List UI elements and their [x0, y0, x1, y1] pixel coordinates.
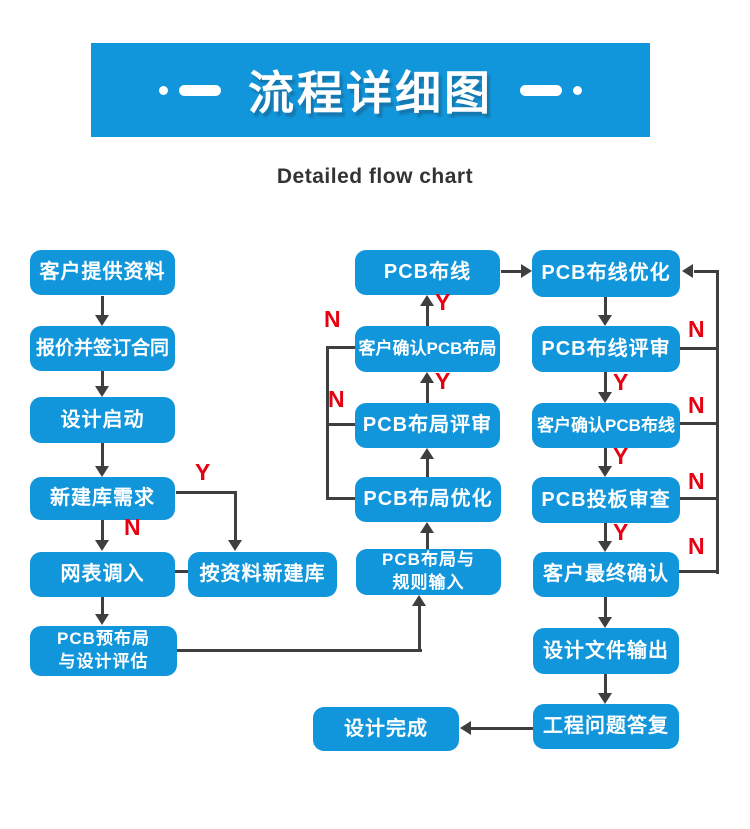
- loop-line: [680, 347, 716, 350]
- loop-line: [326, 346, 356, 349]
- arrowhead-up: [420, 448, 434, 459]
- connector-line: [604, 448, 607, 467]
- arrowhead-down: [598, 315, 612, 326]
- flow-node-new-library-requirement: 新建库需求: [30, 477, 175, 520]
- arrowhead-up: [420, 372, 434, 383]
- arrowhead-up: [420, 522, 434, 533]
- arrowhead-up: [412, 595, 426, 606]
- branch-label-yes: Y: [435, 289, 451, 315]
- connector-line: [234, 491, 237, 541]
- arrowhead-left: [460, 721, 471, 735]
- branch-label-no: N: [688, 468, 705, 494]
- connector-line: [604, 297, 607, 316]
- branch-label-no: N: [328, 386, 345, 412]
- loop-line: [694, 270, 719, 273]
- loop-line: [326, 423, 356, 426]
- node-line: PCB布局与: [382, 550, 475, 570]
- banner-dash-left-icon: [179, 84, 221, 96]
- flow-node-pcb-prelayout-evaluation: PCB预布局 与设计评估: [30, 626, 177, 676]
- node-line: 与设计评估: [58, 652, 149, 671]
- arrowhead-down: [95, 315, 109, 326]
- connector-line: [177, 649, 422, 652]
- node-line: PCB预布局: [57, 629, 150, 649]
- branch-label-no: N: [124, 514, 141, 540]
- flow-node-customer-confirm-routing: 客户确认PCB布线: [532, 403, 680, 448]
- connector-line: [176, 491, 237, 494]
- connector-line: [101, 371, 104, 387]
- branch-label-yes: Y: [195, 459, 211, 485]
- flow-node-netlist-import: 网表调入: [30, 552, 175, 597]
- arrowhead-down: [228, 540, 242, 551]
- flow-node-customer-confirm-layout: 客户确认PCB布局: [355, 326, 500, 372]
- flow-node-pcb-layout-optimization: PCB布局优化: [355, 477, 501, 522]
- connector-line: [604, 523, 607, 542]
- branch-label-yes: Y: [613, 369, 629, 395]
- flow-node-design-start: 设计启动: [30, 397, 175, 443]
- banner: 流程详细图: [91, 43, 650, 137]
- connector-line: [426, 533, 429, 550]
- arrowhead-down: [598, 541, 612, 552]
- arrowhead-up: [420, 295, 434, 306]
- flow-node-design-complete: 设计完成: [313, 707, 459, 751]
- branch-label-yes: Y: [613, 519, 629, 545]
- flow-node-pcb-routing-review: PCB布线评审: [532, 326, 680, 372]
- arrowhead-down: [95, 466, 109, 477]
- page-subtitle: Detailed flow chart: [276, 165, 474, 188]
- connector-line: [101, 296, 104, 316]
- loop-line: [680, 497, 716, 500]
- flow-node-pcb-layout-rules-input: PCB布局与 规则输入: [356, 549, 501, 595]
- arrowhead-down: [598, 466, 612, 477]
- arrowhead-down: [598, 392, 612, 403]
- arrowhead-left: [682, 264, 693, 278]
- arrowhead-down: [95, 386, 109, 397]
- loop-line: [680, 422, 716, 425]
- flow-node-pcb-layout-review: PCB布局评审: [355, 403, 500, 448]
- banner-dot-right-icon: [573, 85, 582, 95]
- flow-node-create-library-per-data: 按资料新建库: [188, 552, 337, 597]
- flow-node-customer-provides-data: 客户提供资料: [30, 250, 175, 295]
- loop-line: [679, 570, 716, 573]
- banner-dot-left-icon: [159, 85, 168, 95]
- branch-label-no: N: [688, 533, 705, 559]
- connector-line: [175, 570, 189, 573]
- connector-line: [101, 443, 104, 467]
- flow-node-design-file-output: 设计文件输出: [533, 628, 679, 674]
- branch-label-yes: Y: [435, 368, 451, 394]
- flow-node-engineering-qa-reply: 工程问题答复: [533, 704, 679, 749]
- connector-line: [426, 383, 429, 404]
- flow-node-customer-final-confirm: 客户最终确认: [533, 552, 679, 597]
- flow-node-quote-sign-contract: 报价并签订合同: [30, 326, 175, 371]
- arrowhead-right: [521, 264, 532, 278]
- connector-line: [501, 270, 521, 273]
- branch-label-yes: Y: [613, 443, 629, 469]
- connector-line: [604, 597, 607, 618]
- branch-label-no: N: [324, 306, 341, 332]
- branch-label-no: N: [688, 316, 705, 342]
- banner-dash-right-icon: [520, 84, 562, 96]
- connector-line: [101, 520, 104, 541]
- arrowhead-down: [598, 693, 612, 704]
- flow-node-pcb-routing-optimization: PCB布线优化: [532, 250, 680, 297]
- connector-line: [418, 606, 421, 652]
- arrowhead-down: [95, 614, 109, 625]
- node-line: 规则输入: [392, 573, 465, 592]
- arrowhead-down: [598, 617, 612, 628]
- connector-line: [604, 372, 607, 393]
- flow-node-pcb-routing: PCB布线: [355, 250, 500, 295]
- flow-node-pcb-tapeout-review: PCB投板审查: [532, 477, 680, 523]
- branch-label-no: N: [688, 392, 705, 418]
- page-title: 流程详细图: [248, 67, 493, 119]
- connector-line: [101, 597, 104, 616]
- connector-line: [471, 727, 533, 730]
- loop-line: [326, 497, 356, 500]
- loop-line: [716, 270, 719, 574]
- connector-line: [426, 459, 429, 478]
- connector-line: [426, 306, 429, 327]
- connector-line: [604, 674, 607, 694]
- arrowhead-down: [95, 540, 109, 551]
